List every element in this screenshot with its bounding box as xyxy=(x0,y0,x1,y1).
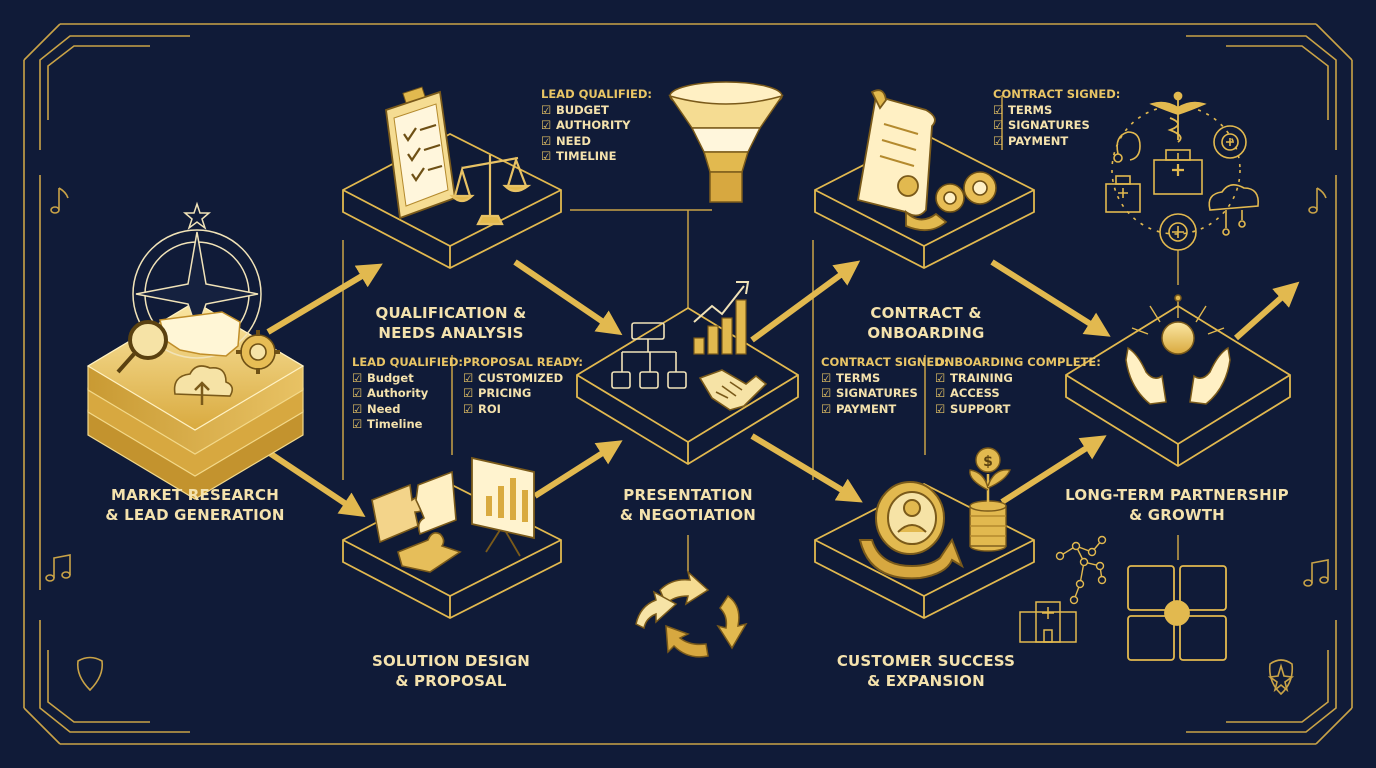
coin-plant-icon xyxy=(969,447,1011,552)
usa-map-icon xyxy=(159,311,241,357)
guitar-pick-icon xyxy=(76,656,104,692)
medical-caduceus-icon xyxy=(1149,91,1207,143)
label-qualification-line1: Qualification & xyxy=(375,304,527,322)
label-solution-design-line1: Solution Design xyxy=(371,652,531,670)
arrow-success-to-partnership xyxy=(1000,435,1107,505)
label-customer-success: Customer Success & Expansion xyxy=(818,651,1034,691)
handshake-icon xyxy=(698,369,768,411)
healthcare-network-icon xyxy=(1105,105,1260,251)
checklist-item: Timeline xyxy=(352,417,463,433)
window-grid-icon xyxy=(1127,565,1227,661)
label-presentation: Presentation & Negotiation xyxy=(592,485,784,525)
checklist-title: LEAD QUALIFIED: xyxy=(352,355,464,369)
checklist-contract-signed-mid: CONTRACT SIGNED: TERMS SIGNATURES PAYMEN… xyxy=(821,355,948,417)
customer-target-icon xyxy=(858,481,964,580)
label-contract-line2: Onboarding xyxy=(867,324,985,342)
checklist-item: TERMS xyxy=(993,103,1120,119)
coin-dollar-symbol: $ xyxy=(983,454,993,470)
checklist-item: Budget xyxy=(352,371,463,387)
magnifier-icon xyxy=(116,320,168,374)
checklist-item: TRAINING xyxy=(935,371,1101,387)
label-solution-design: Solution Design & Proposal xyxy=(355,651,547,691)
clipboard-checklist-icon xyxy=(385,86,456,220)
arrow-presentation-to-success xyxy=(750,433,863,503)
presentation-board-icon xyxy=(471,456,535,557)
label-market-research: Market Research & Lead Generation xyxy=(97,485,293,525)
network-nodes-icon xyxy=(1055,535,1107,605)
checklist-item: CUSTOMIZED xyxy=(463,371,583,387)
balance-scale-icon xyxy=(449,155,532,226)
checklist-item: BUDGET xyxy=(541,103,652,119)
org-chart-icon xyxy=(611,322,687,389)
checklist-proposal-ready: PROPOSAL READY: CUSTOMIZED PRICING ROI xyxy=(463,355,583,417)
checklist-title: CONTRACT SIGNED: xyxy=(993,87,1121,101)
label-contract-line1: Contract & xyxy=(870,304,982,322)
label-customer-success-line2: & Expansion xyxy=(867,672,985,690)
arrow-partnership-growth xyxy=(1234,281,1300,341)
label-partnership-line1: Long-Term Partnership xyxy=(1065,486,1289,504)
arrow-solution-to-presentation xyxy=(533,440,623,499)
arrow-market-to-qualification xyxy=(266,263,383,335)
checklist-title: CONTRACT SIGNED: xyxy=(821,355,949,369)
label-qualification-line2: Needs Analysis xyxy=(378,324,524,342)
platform-qualification xyxy=(342,132,562,270)
checklist-item: PAYMENT xyxy=(993,134,1120,150)
flow-arrows xyxy=(260,259,1300,517)
label-presentation-line2: & Negotiation xyxy=(619,506,757,524)
arrow-qualification-to-presentation xyxy=(513,259,623,336)
label-partnership: Long-Term Partnership & Growth xyxy=(1064,485,1290,525)
arrow-market-to-solution xyxy=(260,445,366,517)
label-qualification: Qualification & Needs Analysis xyxy=(355,303,547,343)
checklist-item: Need xyxy=(352,402,463,418)
star-badge-icon xyxy=(1267,659,1295,696)
arrow-presentation-to-contract xyxy=(750,260,861,343)
checklist-title: PROPOSAL READY: xyxy=(463,355,584,369)
checklist-contract-signed-top: CONTRACT SIGNED: TERMS SIGNATURES PAYMEN… xyxy=(993,87,1120,149)
gear-icon xyxy=(236,330,280,374)
label-market-research-line2: & Lead Generation xyxy=(105,506,285,524)
checklist-item: TERMS xyxy=(821,371,948,387)
checklist-item: SIGNATURES xyxy=(821,386,948,402)
hands-holding-light-icon xyxy=(1125,294,1231,405)
sales-funnel-icon xyxy=(668,81,784,203)
checklist-item: ROI xyxy=(463,402,583,418)
label-contract: Contract & Onboarding xyxy=(830,303,1022,343)
arrow-contract-to-partnership xyxy=(990,259,1111,337)
puzzle-pieces-icon xyxy=(371,470,462,573)
contract-scroll-icon xyxy=(856,89,948,232)
checklist-lead-qualified-mid: LEAD QUALIFIED: Budget Authority Need Ti… xyxy=(352,355,463,433)
checklist-item: AUTHORITY xyxy=(541,118,652,134)
checklist-item: SIGNATURES xyxy=(993,118,1120,134)
checklist-item: Authority xyxy=(352,386,463,402)
checklist-item: ACCESS xyxy=(935,386,1101,402)
checklist-item: TIMELINE xyxy=(541,149,652,165)
checklist-item: SUPPORT xyxy=(935,402,1101,418)
checklist-item: PRICING xyxy=(463,386,583,402)
checklist-item: NEED xyxy=(541,134,652,150)
checklist-onboarding-complete: ONBOARDING COMPLETE: TRAINING ACCESS SUP… xyxy=(935,355,1101,417)
cycle-arrows-icon xyxy=(635,569,748,658)
label-solution-design-line2: & Proposal xyxy=(395,672,507,690)
checklist-item: PAYMENT xyxy=(821,402,948,418)
label-presentation-line1: Presentation xyxy=(623,486,753,504)
label-partnership-line2: & Growth xyxy=(1129,506,1225,524)
deco-frame xyxy=(23,23,1353,745)
music-note-icon xyxy=(45,187,1329,587)
checklist-title: ONBOARDING COMPLETE: xyxy=(935,355,1101,369)
label-customer-success-line1: Customer Success xyxy=(836,652,1016,670)
label-market-research-line1: Market Research xyxy=(111,486,279,504)
growth-chart-icon xyxy=(693,281,750,355)
hospital-icon xyxy=(1019,601,1077,643)
checklist-lead-qualified-top: LEAD QUALIFIED: BUDGET AUTHORITY NEED TI… xyxy=(541,87,652,165)
cloud-upload-icon xyxy=(173,365,234,405)
checklist-title: LEAD QUALIFIED: xyxy=(541,87,653,101)
gears-icon xyxy=(935,171,997,213)
